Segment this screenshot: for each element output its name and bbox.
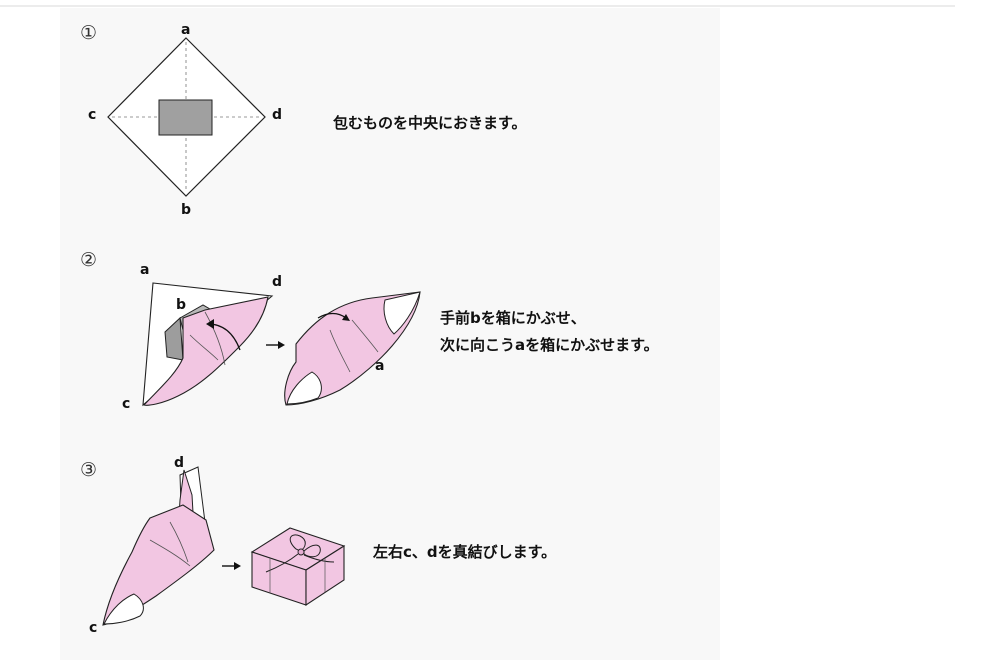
step2-right-illustration bbox=[284, 291, 421, 406]
knot-tail bbox=[303, 554, 335, 563]
step1-illustration bbox=[107, 37, 266, 197]
step2-number: ② bbox=[80, 249, 98, 271]
step2-fold-line bbox=[351, 319, 379, 353]
step3-left-illustration bbox=[102, 466, 215, 626]
step2-left-illustration bbox=[142, 282, 274, 407]
step1-label-b: b bbox=[181, 202, 192, 218]
step1-number: ① bbox=[80, 22, 98, 44]
knot-center bbox=[297, 548, 305, 556]
step2-transition-arrow bbox=[266, 341, 285, 349]
step3-label-c: c bbox=[89, 620, 98, 636]
step2-description-line: 次に向こうaを箱にかぶせます。 bbox=[440, 336, 659, 354]
step2-cloth-fold-line bbox=[189, 334, 219, 361]
step2-label-c: c bbox=[122, 396, 131, 412]
step3-corner-flap bbox=[103, 593, 144, 625]
step1-box bbox=[158, 99, 213, 136]
step3-fold-line bbox=[169, 521, 189, 563]
step1-label-a: a bbox=[181, 22, 191, 38]
knot-loop bbox=[289, 534, 306, 552]
step2-fold-line bbox=[329, 329, 351, 373]
step2-description: 手前bを箱にかぶせ、 次に向こうaを箱にかぶせます。 bbox=[440, 305, 659, 359]
step1-label-d: d bbox=[272, 107, 283, 123]
step3-label-d: d bbox=[174, 455, 185, 471]
step2-cloth-fold-line bbox=[204, 311, 226, 366]
step3-description: 左右c、dを真結びします。 bbox=[373, 543, 557, 561]
step2-small-arrow-head bbox=[342, 314, 350, 321]
step2-cloth-front bbox=[142, 296, 269, 406]
step3-fold-line bbox=[149, 539, 191, 567]
step2-curved-arrow-head bbox=[206, 319, 214, 329]
step2-label-b: b bbox=[176, 297, 187, 313]
step1-description: 包むものを中央におきます。 bbox=[333, 114, 527, 132]
step2-label-a: a bbox=[140, 262, 150, 278]
step2-corner-flap bbox=[286, 371, 322, 405]
step2-corner-flap bbox=[383, 291, 421, 335]
step3-transition-arrow bbox=[222, 562, 241, 570]
step3-wrapped-box bbox=[250, 527, 346, 607]
step2-description-line: 手前bを箱にかぶせ、 bbox=[440, 309, 586, 327]
top-divider bbox=[0, 5, 955, 7]
step2-small-arrow bbox=[317, 312, 347, 319]
knot-loop bbox=[303, 544, 321, 558]
knot-tail bbox=[265, 553, 299, 573]
step2-label-d: d bbox=[272, 274, 283, 290]
step3-number: ③ bbox=[80, 459, 98, 481]
step2-label-a-right: a bbox=[375, 358, 385, 374]
step1-label-c: c bbox=[88, 107, 97, 123]
